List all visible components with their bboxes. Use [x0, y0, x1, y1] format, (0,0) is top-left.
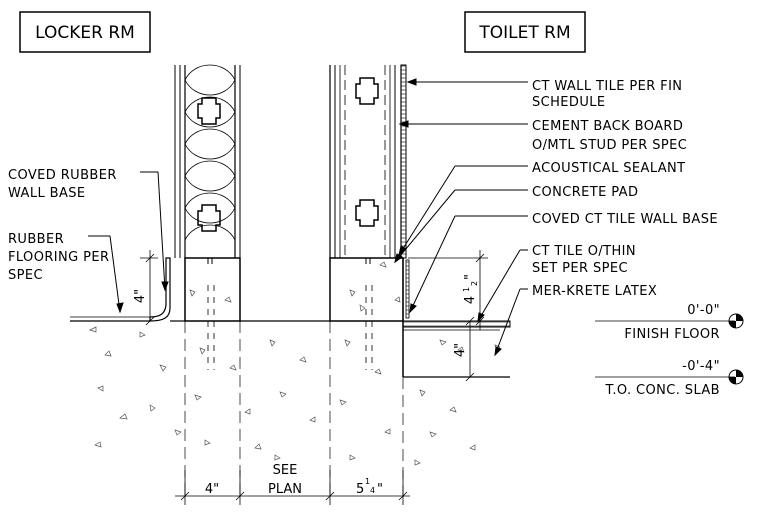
note-mer-krete: MER-KRETE LATEX: [532, 284, 657, 299]
note-rubber-flooring-1: RUBBER: [8, 232, 64, 247]
leader-lines: [88, 78, 528, 357]
locker-room-title: LOCKER RM: [19, 11, 151, 53]
toilet-room-title: TOILET RM: [464, 11, 586, 53]
note-rubber-flooring-3: SPEC: [8, 268, 43, 283]
dimension-lines: [140, 250, 735, 505]
svg-text:5: 5: [356, 482, 364, 497]
finish-floor-label: FINISH FLOOR: [624, 327, 720, 342]
floor-lines: [70, 316, 510, 378]
note-ct-tile-thin-2: SET PER SPEC: [532, 261, 628, 276]
svg-text:1: 1: [462, 287, 471, 292]
note-cement-board-2: O/MTL STUD PER SPEC: [532, 138, 687, 153]
svg-text:4: 4: [463, 296, 478, 304]
slab-elevation: -0'-4": [682, 359, 720, 374]
svg-text:1: 1: [365, 477, 370, 486]
dimension-labels: 4" 4 1 2 " 4" 4" SEE PLAN 5 1 4 ": [133, 274, 479, 497]
dim-bottom-mid-2: PLAN: [268, 482, 302, 497]
dim-slab-depth: 4": [453, 343, 468, 357]
left-notes: COVED RUBBER WALL BASE RUBBER FLOORING P…: [8, 168, 117, 283]
elevation-target-icon: [728, 313, 744, 329]
note-ct-wall-tile-2: SCHEDULE: [532, 95, 606, 110]
note-coved-rubber-1: COVED RUBBER: [8, 168, 117, 183]
locker-room-label: LOCKER RM: [35, 23, 135, 43]
elevation-labels: 0'-0" FINISH FLOOR -0'-4" T.O. CONC. SLA…: [605, 303, 720, 398]
note-rubber-flooring-2: FLOORING PER: [8, 250, 109, 265]
svg-text:": ": [377, 482, 383, 497]
dim-bottom-left: 4": [205, 482, 219, 497]
concrete-slab: [89, 261, 501, 466]
note-acoustical-sealant: ACOUSTICAL SEALANT: [532, 161, 686, 176]
dim-bottom-mid-1: SEE: [273, 463, 298, 478]
svg-text:2: 2: [470, 281, 479, 286]
dim-bottom-right: 5 1 4 ": [356, 477, 383, 497]
elevation-target-icon: [728, 369, 744, 385]
note-coved-rubber-2: WALL BASE: [8, 186, 86, 201]
svg-text:": ": [463, 274, 478, 280]
slab-label: T.O. CONC. SLAB: [605, 383, 720, 398]
note-ct-tile-thin-1: CT TILE O/THIN: [532, 244, 636, 259]
note-ct-wall-tile-1: CT WALL TILE PER FIN: [532, 79, 682, 94]
finish-floor-elevation: 0'-0": [687, 303, 720, 318]
dim-pad-height: 4 1 2 ": [462, 274, 479, 304]
right-notes: CT WALL TILE PER FIN SCHEDULE CEMENT BAC…: [532, 79, 718, 299]
dim-left-base-height: 4": [133, 289, 148, 303]
toilet-room-label: TOILET RM: [478, 23, 570, 43]
toilet-wall: [329, 64, 511, 500]
note-coved-ct-base: COVED CT TILE WALL BASE: [532, 212, 718, 227]
note-cement-board-1: CEMENT BACK BOARD: [532, 119, 683, 134]
note-concrete-pad: CONCRETE PAD: [532, 185, 638, 200]
svg-text:4: 4: [370, 486, 375, 495]
